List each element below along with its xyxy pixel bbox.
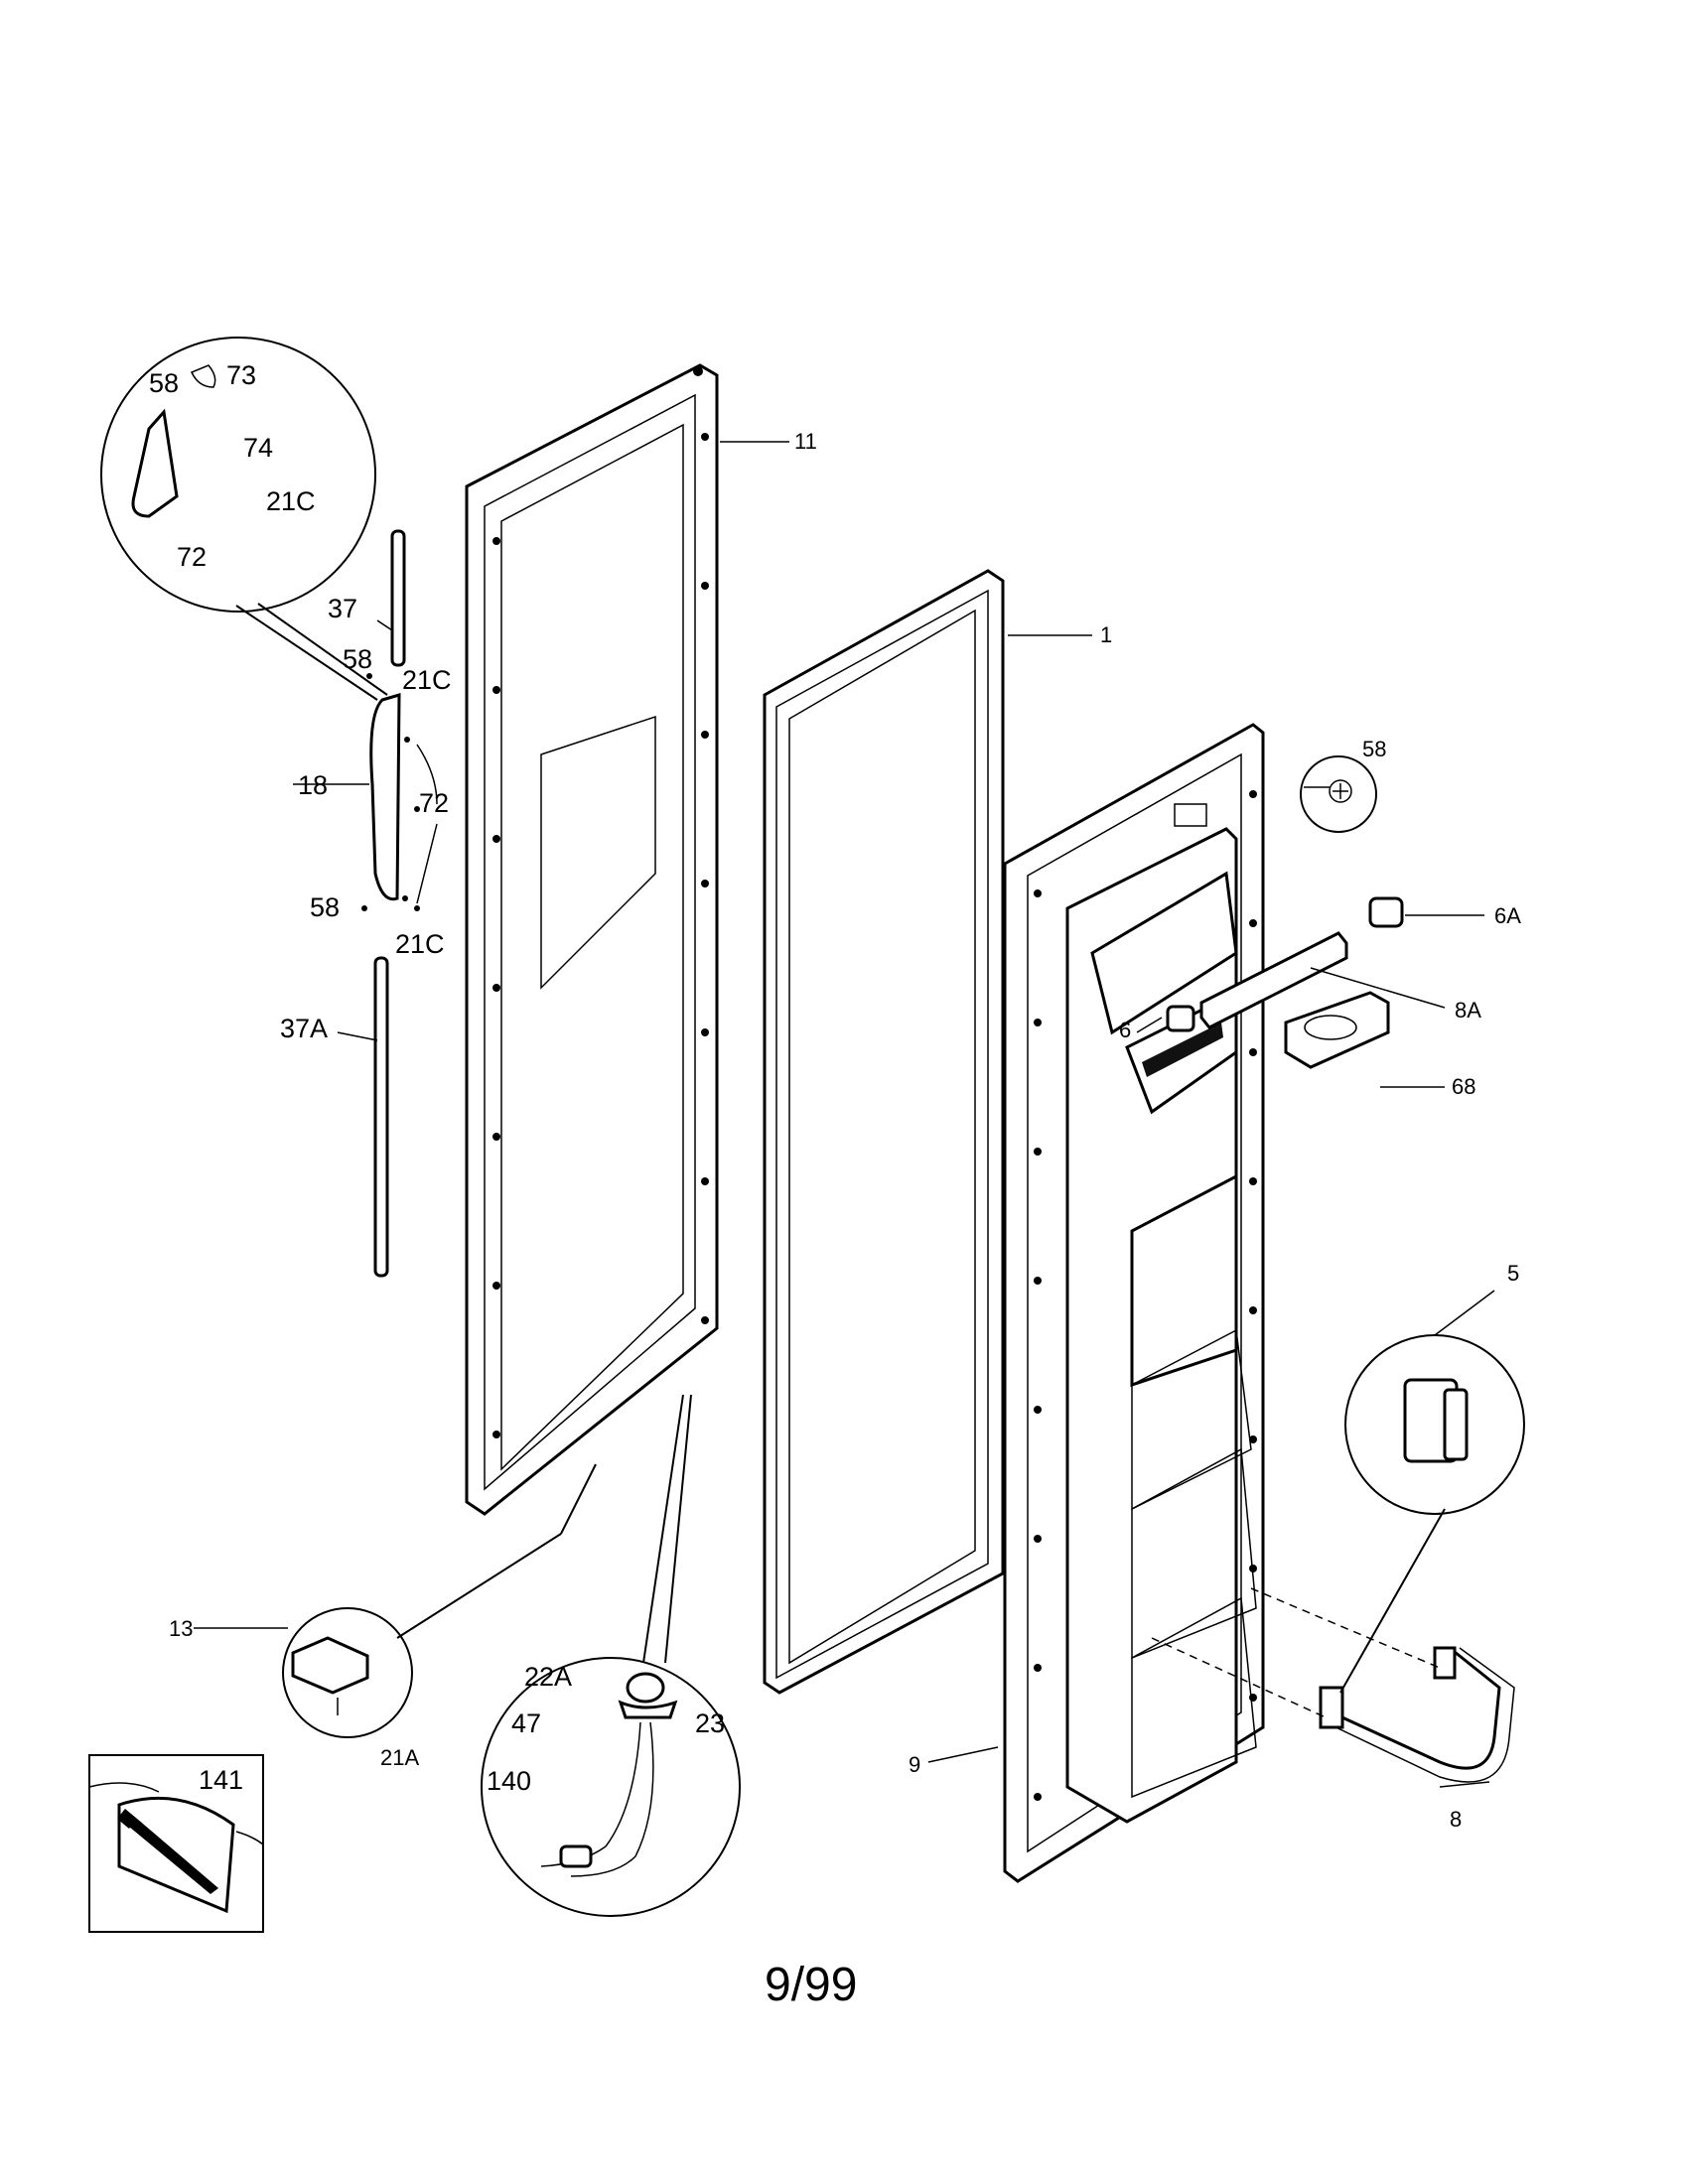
callout-58-lower: 58 bbox=[310, 892, 340, 922]
callout-72: 72 bbox=[419, 788, 449, 818]
callout-6: 6 bbox=[1119, 1018, 1131, 1042]
handle-assembly bbox=[361, 529, 438, 1278]
screw-detail bbox=[1300, 755, 1377, 833]
callout-140: 140 bbox=[487, 1766, 531, 1796]
callout-21c-lower: 21C bbox=[395, 929, 445, 959]
tool-icon-box bbox=[88, 1754, 264, 1933]
clip-6 bbox=[1166, 1005, 1195, 1032]
callout-58-upper: 58 bbox=[343, 644, 372, 674]
callout-58-right: 58 bbox=[1362, 737, 1386, 761]
door-gasket bbox=[763, 569, 1005, 1695]
callout-13: 13 bbox=[169, 1616, 193, 1641]
page-footer: 9/99 bbox=[765, 1959, 857, 2011]
door-liner bbox=[1003, 723, 1265, 1883]
callout-21c-detail: 21C bbox=[266, 486, 316, 516]
leader-lines bbox=[194, 441, 1495, 1788]
callout-72-detail: 72 bbox=[177, 542, 207, 572]
callout-37: 37 bbox=[328, 594, 357, 623]
callout-21a: 21A bbox=[380, 1745, 419, 1770]
callout-9: 9 bbox=[909, 1752, 920, 1777]
callout-68: 68 bbox=[1452, 1074, 1475, 1099]
dispenser-switch bbox=[1284, 991, 1390, 1069]
callout-37a: 37A bbox=[280, 1014, 328, 1043]
callout-74: 74 bbox=[243, 433, 273, 463]
trim-bar bbox=[1199, 931, 1348, 1029]
callout-18: 18 bbox=[298, 770, 328, 800]
hinge-bracket-detail bbox=[282, 1463, 597, 1738]
light-socket-detail bbox=[481, 1394, 741, 1917]
callout-22a: 22A bbox=[524, 1662, 572, 1692]
clip-6a bbox=[1368, 896, 1404, 928]
callout-5: 5 bbox=[1507, 1261, 1519, 1286]
clip-detail bbox=[1344, 1334, 1525, 1515]
callout-labels: 58 73 74 21C 72 37 58 21C 18 72 58 21C 3… bbox=[149, 360, 1521, 1832]
callout-8: 8 bbox=[1450, 1807, 1462, 1832]
callout-47: 47 bbox=[511, 1708, 541, 1738]
callout-6a: 6A bbox=[1494, 903, 1521, 928]
callout-23: 23 bbox=[695, 1708, 725, 1738]
door-outer-panel bbox=[465, 363, 719, 1516]
bin-rail bbox=[1151, 1508, 1515, 1783]
callout-21c-upper: 21C bbox=[402, 665, 452, 695]
callout-73: 73 bbox=[226, 360, 256, 390]
callout-8a: 8A bbox=[1455, 998, 1481, 1023]
callout-141: 141 bbox=[199, 1765, 243, 1795]
callout-1: 1 bbox=[1100, 622, 1112, 647]
handle-detail bbox=[100, 337, 388, 701]
callout-58-detail: 58 bbox=[149, 368, 179, 398]
callout-11: 11 bbox=[794, 429, 817, 454]
